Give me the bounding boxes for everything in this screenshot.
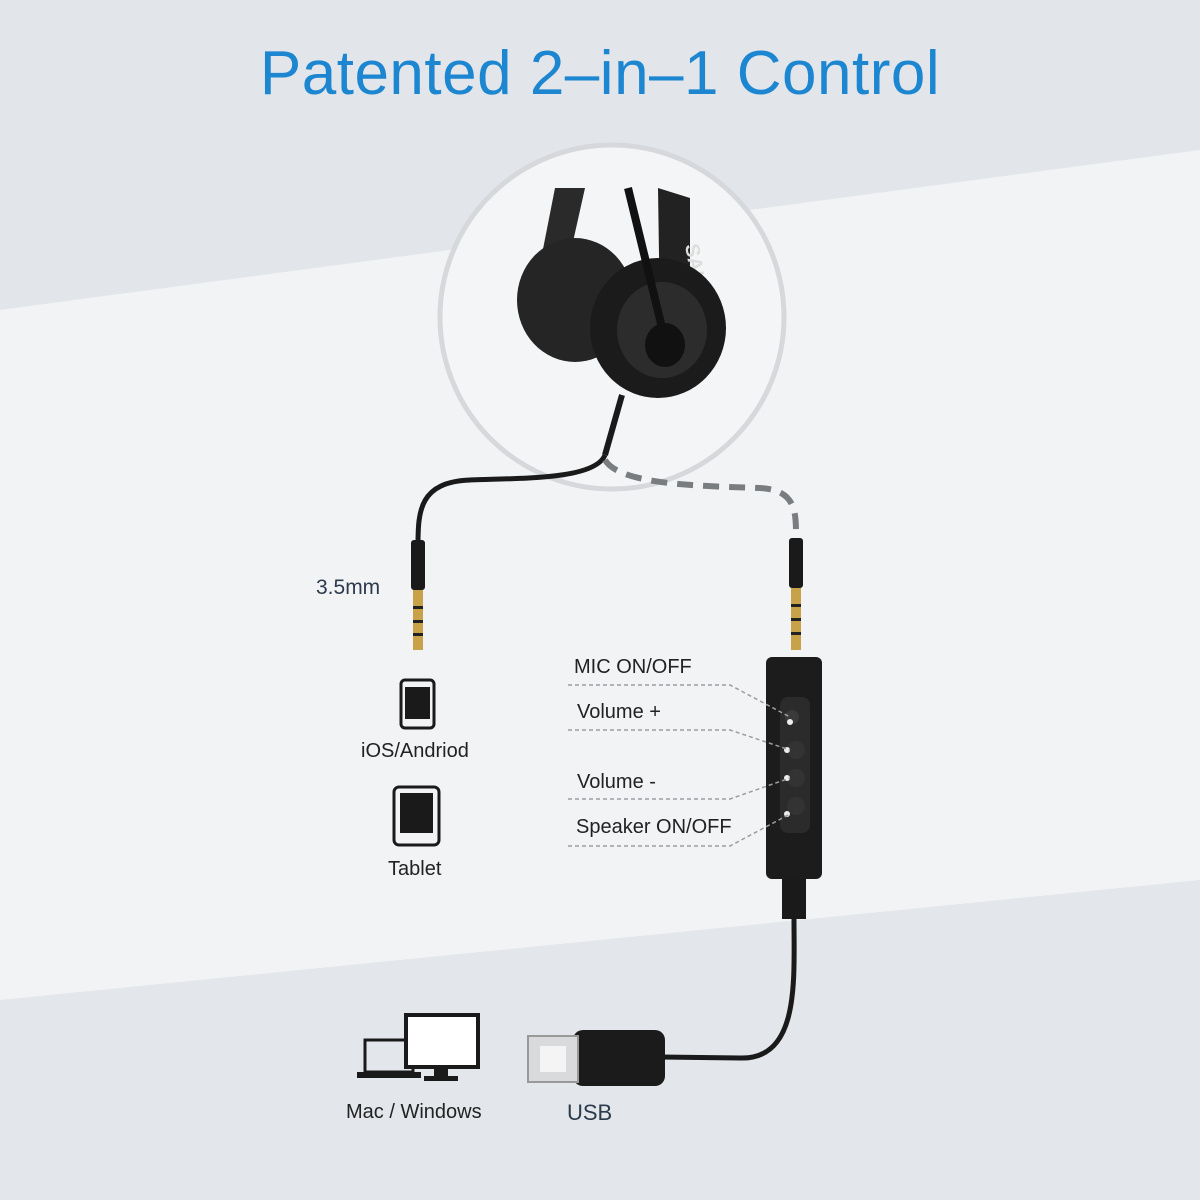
headset-image: SALAR [437, 142, 787, 492]
leader-lines [568, 684, 791, 847]
volume-down-label: Volume - [577, 771, 656, 793]
phone-icon [399, 678, 436, 730]
usb-plug [527, 1030, 665, 1086]
monitor-icon [404, 1013, 480, 1081]
tablet-icon [392, 785, 441, 847]
mac-windows-label: Mac / Windows [346, 1101, 482, 1123]
control-box [766, 657, 822, 919]
usb-label: USB [567, 1100, 613, 1125]
volume-up-label: Volume + [577, 701, 661, 723]
mic-control-label: MIC ON/OFF [574, 656, 692, 678]
jack-label: 3.5mm [316, 576, 381, 599]
jack-right [789, 538, 803, 650]
jack-left [411, 540, 425, 650]
speaker-control-label: Speaker ON/OFF [576, 816, 732, 838]
mic-led [787, 719, 793, 725]
ios-android-label: iOS/Andriod [361, 740, 469, 762]
page-title: Patented 2–in–1 Control [259, 39, 941, 108]
tablet-label: Tablet [388, 858, 442, 880]
